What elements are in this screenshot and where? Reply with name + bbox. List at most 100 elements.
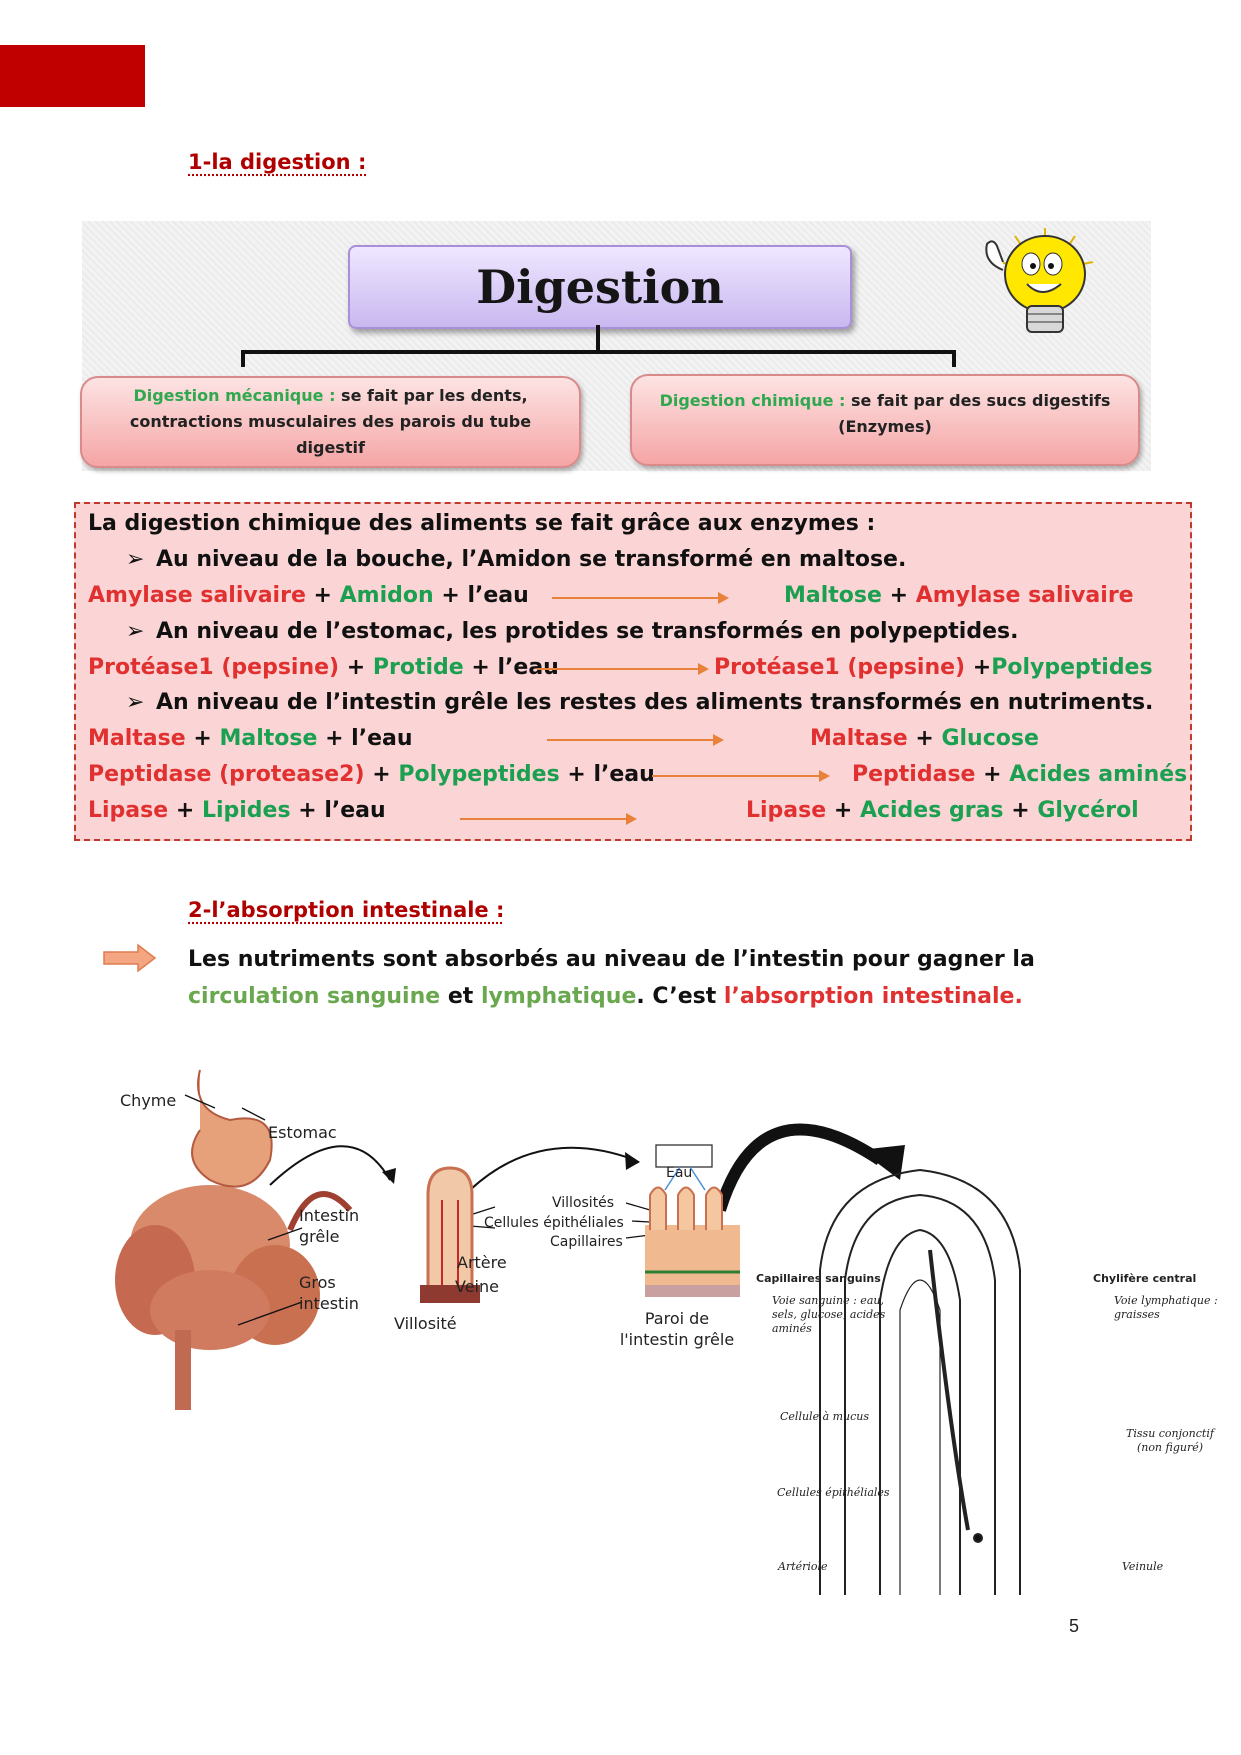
stomach-label: Estomac: [268, 1123, 337, 1142]
mucus-cell-label: Cellule à mucus: [780, 1410, 870, 1423]
villi-label: Villosités: [552, 1195, 615, 1211]
capillaries-label: Capillaires: [550, 1234, 623, 1250]
eq1-water: l’eau: [467, 583, 529, 608]
plus: +: [983, 762, 1002, 787]
stomach-line: ➢ An niveau de l’estomac, les protides se…: [126, 619, 1018, 644]
conjunction: et: [447, 984, 474, 1009]
bullet-arrow-icon: ➢: [126, 619, 145, 644]
eq4-enzyme-result: Peptidase: [852, 762, 976, 787]
equation-2-result: Protéase1 (pepsine) +Polypeptides: [714, 655, 1153, 680]
large-intestine-label: Gros intestin: [299, 1273, 359, 1313]
plus: +: [471, 655, 490, 680]
plus: +: [325, 726, 344, 751]
eq5-substrate: Lipides: [201, 798, 291, 823]
eq2-enzyme: Protéase1 (pepsine): [88, 655, 340, 680]
chemical-label: Digestion chimique :: [659, 391, 846, 410]
eq5-product-1: Acides gras: [859, 798, 1004, 823]
equation-1: Amylase salivaire + Amidon + l’eau: [88, 583, 529, 608]
mouth-line: ➢Au niveau de la bouche, l’Amidon se tra…: [126, 547, 906, 572]
blood-circulation: circulation sanguine: [188, 984, 441, 1009]
plus: +: [567, 762, 586, 787]
eq5-water: l’eau: [324, 798, 386, 823]
absorption-paragraph: Les nutriments sont absorbés au niveau d…: [188, 941, 1088, 1015]
eq5-product-2: Glycérol: [1037, 798, 1139, 823]
equation-5: Lipase + Lipides + l’eau: [88, 798, 386, 823]
intestinal-wall-illustration: [645, 1144, 740, 1297]
blood-pathway-label: Voie sanguine : eau, sels, glucose, acid…: [772, 1294, 886, 1335]
eq3-water: l’eau: [351, 726, 413, 751]
plus: +: [915, 726, 934, 751]
eq4-water: l’eau: [593, 762, 655, 787]
reaction-arrow-icon: [460, 813, 637, 825]
artery-label: Artère: [457, 1253, 507, 1272]
equation-3-result: Maltase + Glucose: [810, 726, 1039, 751]
eq1-enzyme: Amylase salivaire: [88, 583, 306, 608]
eq2-product: Polypeptides: [991, 655, 1153, 680]
equation-1-result: Maltose + Amylase salivaire: [784, 583, 1134, 608]
plus: +: [298, 798, 317, 823]
eq3-enzyme: Maltase: [88, 726, 186, 751]
equation-4-result: Peptidase + Acides aminés: [852, 762, 1187, 787]
equation-4: Peptidase (protease2) + Polypeptides + l…: [88, 762, 655, 787]
villus-label: Villosité: [394, 1314, 457, 1333]
mechanical-digestion-box: Digestion mécanique : se fait par les de…: [80, 376, 581, 468]
plus: +: [175, 798, 195, 823]
header-red-block: [0, 45, 145, 107]
enzyme-intro: La digestion chimique des aliments se fa…: [88, 511, 876, 536]
eq3-product: Glucose: [941, 726, 1039, 751]
bracket-connector: [241, 325, 956, 367]
villus-section-sketch: [819, 1168, 1021, 1595]
plus: +: [889, 583, 909, 608]
lymphatic: lymphatique: [480, 984, 637, 1009]
eq5-enzyme-result: Lipase: [746, 798, 827, 823]
absorption-figure: [115, 1069, 1021, 1595]
chemical-digestion-box: Digestion chimique : se fait par des suc…: [630, 374, 1140, 466]
eq3-enzyme-result: Maltase: [810, 726, 908, 751]
epithelial-cells-sketch-label: Cellules épithéliales: [777, 1486, 890, 1499]
reaction-arrow-icon: [652, 770, 830, 782]
plus: +: [972, 655, 992, 680]
lymph-pathway-label: Voie lymphatique : graisses: [1114, 1294, 1218, 1321]
section-2-title: 2-l’absorption intestinale :: [188, 898, 505, 922]
digestion-title: Digestion: [348, 245, 852, 329]
water-label: Eau: [666, 1165, 693, 1181]
small-intestine-label: Intestin grêle: [299, 1206, 360, 1246]
enzyme-box: [74, 502, 1192, 841]
plus: +: [346, 655, 366, 680]
eq1-substrate: Amidon: [339, 583, 434, 608]
mechanical-text: se fait par les dents, contractions musc…: [129, 386, 532, 457]
eq4-enzyme: Peptidase (protease2): [88, 762, 365, 787]
reaction-arrow-icon: [537, 663, 709, 675]
plus: +: [313, 583, 332, 608]
central-lacteal-label: Chylifère central: [1093, 1272, 1197, 1285]
plus: +: [441, 583, 460, 608]
absorption-mid: . C’est: [636, 984, 717, 1009]
intestine-text: An niveau de l’intestin grêle les restes…: [156, 690, 1154, 715]
page-number: 5: [1068, 1616, 1079, 1636]
equation-3: Maltase + Maltose + l’eau: [88, 726, 413, 751]
epithelial-cells-label: Cellules épithéliales: [484, 1215, 624, 1231]
plus: +: [1011, 798, 1030, 823]
eq1-product: Maltose: [784, 583, 882, 608]
arteriole-label: Artériole: [778, 1560, 828, 1573]
eq2-substrate: Protide: [372, 655, 464, 680]
chemical-text: se fait par des sucs digestifs (Enzymes): [838, 391, 1111, 436]
bullet-arrow-icon: ➢: [126, 547, 145, 572]
eq1-enzyme-result: Amylase salivaire: [915, 583, 1134, 608]
chyme-label: Chyme: [120, 1091, 177, 1110]
plus: +: [372, 762, 391, 787]
bullet-arrow-icon: ➢: [126, 690, 145, 715]
villus-illustration: [420, 1166, 480, 1303]
lightbulb-icon: [975, 222, 1110, 339]
connective-tissue-label: Tissu conjonctif (non figuré): [1126, 1427, 1214, 1454]
mechanical-label: Digestion mécanique :: [133, 386, 336, 405]
digestive-system-illustration: [115, 1069, 353, 1410]
reaction-arrow-icon: [547, 734, 724, 746]
stomach-text: An niveau de l’estomac, les protides se …: [156, 619, 1019, 644]
eq2-water: l’eau: [497, 655, 559, 680]
absorption-line-1: Les nutriments sont absorbés au niveau d…: [188, 947, 1035, 972]
eq3-substrate: Maltose: [219, 726, 318, 751]
plus: +: [833, 798, 853, 823]
right-arrow-icon: [103, 943, 157, 973]
eq4-product: Acides aminés: [1009, 762, 1188, 787]
